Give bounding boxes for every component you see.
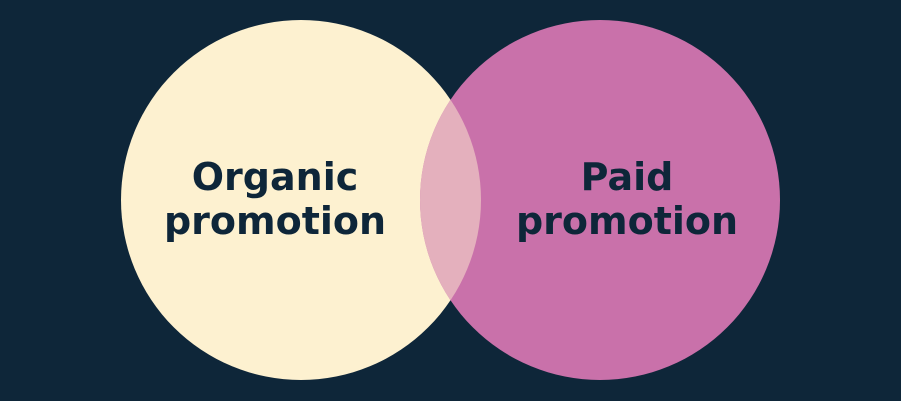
paid-label: Paid promotion — [477, 155, 777, 243]
paid-line2: promotion — [515, 199, 739, 243]
organic-label: Organic promotion — [125, 155, 425, 243]
organic-line1: Organic — [191, 155, 359, 199]
organic-line2: promotion — [163, 199, 387, 243]
paid-circle — [420, 20, 780, 380]
paid-line1: Paid — [580, 155, 674, 199]
organic-circle — [121, 20, 481, 380]
